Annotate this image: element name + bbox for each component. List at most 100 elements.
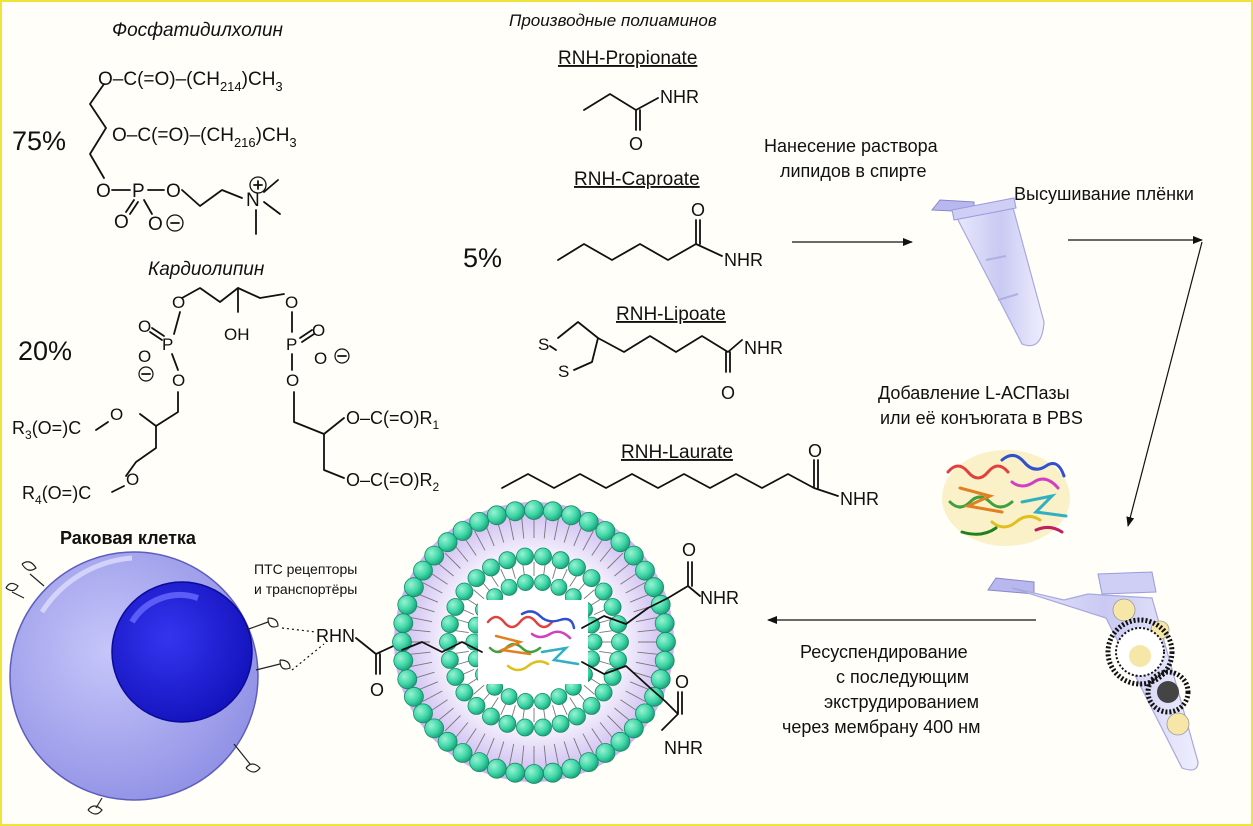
encapsulated-enzyme-frame (478, 600, 588, 684)
pc-phosphorus: P (132, 181, 145, 202)
cl-r1: O–C(=O)R1 (346, 408, 440, 432)
lipid-head-inner (455, 683, 474, 702)
lipid-tail (607, 552, 624, 569)
tube-liposomes (987, 571, 1199, 771)
lipid-tail (637, 651, 660, 655)
step-add-line1: Добавление L-АСПазы (878, 383, 1070, 403)
lipid-head-inner (482, 707, 500, 726)
step-res-line1: Ресуспендирование (800, 642, 968, 662)
cl-o-2: O (285, 293, 298, 312)
lipid-head-inner (594, 683, 613, 702)
lipid-head-inner (498, 714, 517, 733)
lipid-head-inner (439, 633, 457, 651)
lipid-head-inner (446, 668, 465, 686)
lipid-head-outer (623, 545, 644, 566)
lipid-head-outer (469, 752, 490, 772)
lipid-head-inner (534, 718, 552, 737)
pc-o-3: O (114, 212, 129, 233)
step-apply-line1: Нанесение раствора (764, 136, 939, 156)
propionate-nhr: NHR (660, 87, 699, 107)
lipid-head-inner (446, 598, 465, 616)
lipid-tail (635, 616, 658, 623)
cardiolipin-block: Кардиолипин 20% OH O O P O O O P O O O O… (12, 259, 440, 507)
lipid-head-inner (440, 651, 459, 669)
lipid-tail (521, 745, 525, 768)
step-res-line3: экструдированием (824, 692, 979, 712)
lipid-head-outer (644, 686, 664, 707)
lipoate-structure (549, 321, 743, 373)
step-res-line4: через мембрану 400 нм (782, 717, 980, 737)
lipid-head-inner (498, 551, 517, 570)
cl-p-left: P (162, 335, 173, 354)
pc-negative-charge (166, 214, 184, 232)
lipid-tail (422, 582, 443, 594)
lipid-head-core (500, 579, 518, 596)
cancer-cell-title: Раковая клетка (60, 528, 197, 548)
lipid-head-outer (397, 669, 418, 690)
lipid-head-outer (561, 758, 582, 779)
liposome-inner-heads (439, 547, 629, 737)
lipid-head-core (550, 579, 568, 596)
lipid-head-outer (578, 752, 599, 772)
lipid-head-outer (561, 505, 582, 526)
lipid-head-outer (437, 731, 458, 752)
lipid-tail (444, 715, 461, 732)
lipid-tail (508, 518, 515, 541)
cl-o-5: O (172, 371, 185, 390)
lipoate-s-1: S (538, 335, 549, 354)
lipid-tail (408, 629, 431, 633)
laurate-structure (501, 459, 839, 497)
phosphatidylcholine-block: Фосфатидилхолин 75% O–C(=O)–(CH214)CH3 O… (12, 20, 297, 235)
lipid-tail (417, 681, 439, 691)
pc-positive-charge (249, 176, 267, 194)
lipid-head-inner (582, 569, 601, 587)
lipid-head-core (500, 688, 518, 705)
lipid-head-outer (654, 613, 675, 634)
pc-nitrogen: N (246, 190, 260, 211)
lipid-tail (614, 561, 632, 577)
lipid-head-core (534, 574, 551, 591)
caproate-label: RNH-Caproate (574, 169, 700, 190)
step-res-line2: с последующим (836, 667, 969, 687)
lipid-head-core (534, 693, 551, 710)
lipid-head-inner (455, 582, 474, 601)
cl-r3: R3(O=)C (12, 418, 81, 442)
lipoate-o: O (721, 383, 735, 403)
lipid-tail (410, 616, 433, 623)
lipid-tail (583, 589, 595, 600)
lipid-head-outer (654, 650, 675, 671)
lipid-tail (453, 722, 469, 740)
lipid-head-inner (440, 615, 459, 633)
cl-o-10: O (126, 470, 139, 489)
lipid-head-core (517, 693, 534, 710)
cl-r4: R4(O=)C (22, 483, 91, 507)
lipid-head-outer (424, 545, 445, 566)
lipid-head-outer (452, 743, 473, 763)
lipid-head-inner (551, 551, 570, 570)
cell-nucleus (111, 581, 253, 723)
lipid-head-inner (611, 633, 629, 651)
lipid-tail (583, 684, 595, 695)
lipoate-nhr: NHR (744, 338, 783, 358)
lipid-head-outer (623, 718, 644, 739)
lipid-tail (417, 593, 439, 603)
lipid-tail (444, 552, 461, 569)
liposome-nhr-1: NHR (700, 588, 739, 608)
lipoate-s-2: S (558, 362, 569, 381)
tube-empty (930, 197, 1045, 347)
lipid-head-outer (403, 577, 424, 598)
lipid-head-outer (393, 650, 414, 671)
lipid-tail (490, 697, 499, 710)
lipid-tail (410, 661, 433, 668)
cardiolipin-oh: OH (224, 325, 250, 344)
lipid-tail (485, 737, 495, 759)
lipid-head-outer (524, 500, 544, 520)
lipid-head-outer (610, 731, 631, 752)
lipid-head-outer (656, 632, 676, 652)
laurate-nhr: NHR (840, 489, 879, 509)
pc-backbone (89, 83, 107, 179)
lipid-tail (625, 582, 646, 594)
lipid-head-outer (595, 521, 616, 541)
lipid-head-outer (505, 762, 526, 783)
lipid-tail (454, 650, 469, 654)
